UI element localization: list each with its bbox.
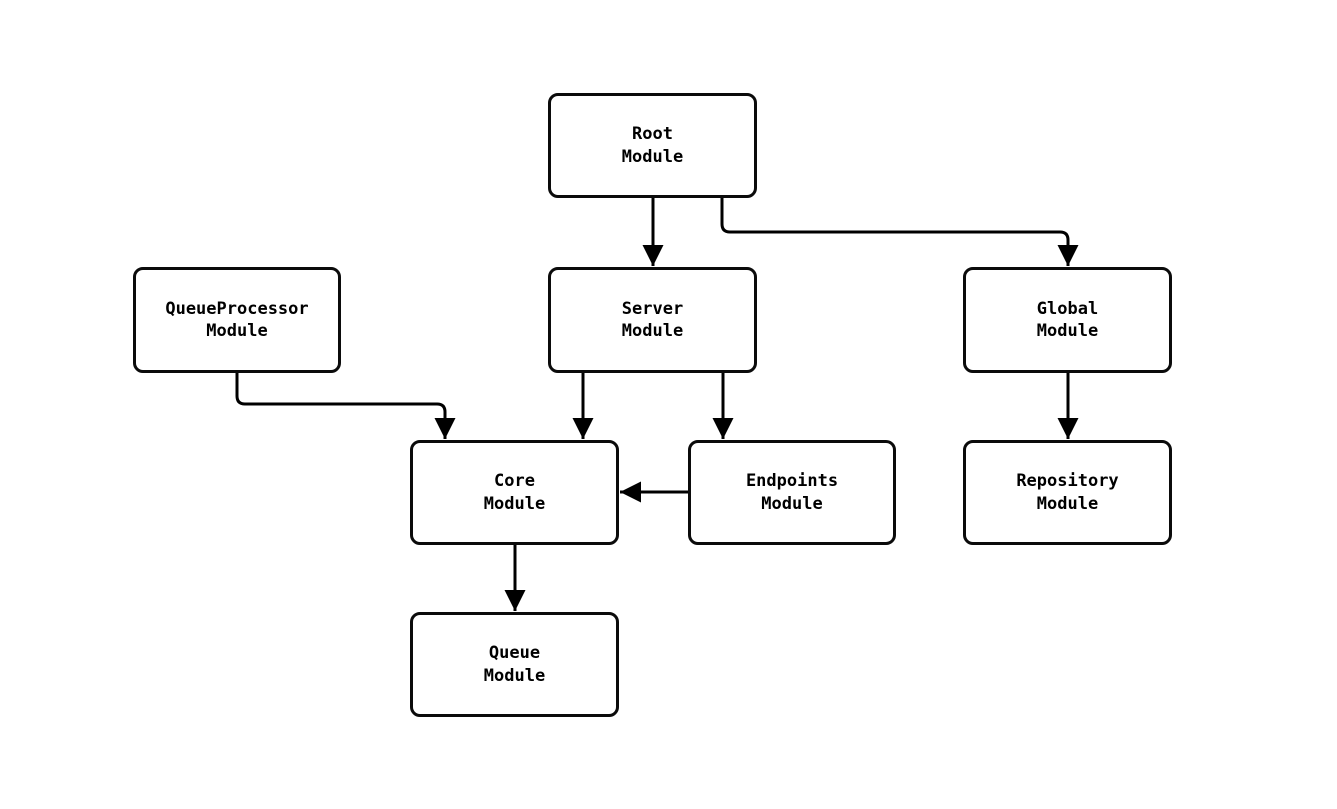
node-queue-module: Queue Module <box>410 612 619 717</box>
node-server-module-label: Server Module <box>621 298 684 341</box>
edge-root-to-global <box>720 198 1079 266</box>
node-repository-module-label: Repository Module <box>1016 471 1119 514</box>
edge-queueprocessor-to-core <box>235 373 456 439</box>
node-core-module: Core Module <box>410 440 619 545</box>
node-core-module-label: Core Module <box>483 471 546 514</box>
node-queueprocessor-module: QueueProcessor Module <box>133 267 341 373</box>
node-server-module: Server Module <box>548 267 757 373</box>
node-queueprocessor-module-label: QueueProcessor Module <box>165 298 309 341</box>
node-endpoints-module: Endpoints Module <box>688 440 896 545</box>
node-root-module-label: Root Module <box>621 124 684 167</box>
node-queue-module-label: Queue Module <box>483 643 546 686</box>
node-repository-module: Repository Module <box>963 440 1172 545</box>
node-global-module: Global Module <box>963 267 1172 373</box>
node-endpoints-module-label: Endpoints Module <box>745 471 839 514</box>
node-global-module-label: Global Module <box>1036 298 1099 341</box>
node-root-module: Root Module <box>548 93 757 198</box>
